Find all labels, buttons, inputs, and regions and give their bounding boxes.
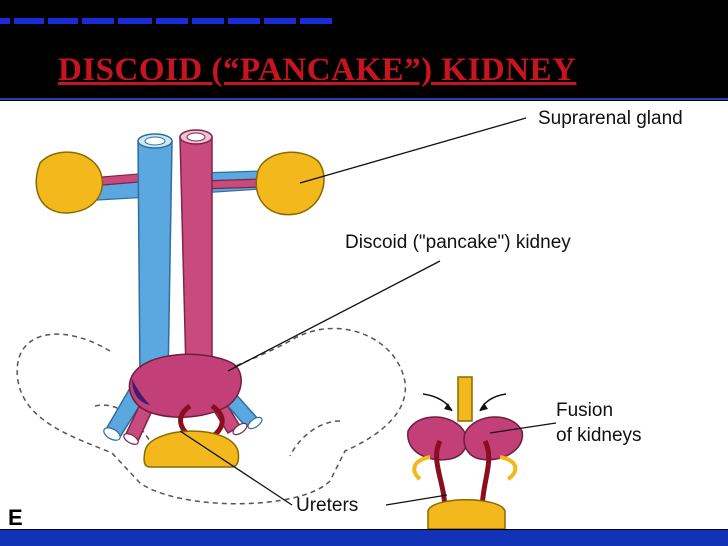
leader-ureter-right (385, 494, 448, 506)
left-suprarenal-gland (35, 151, 104, 214)
inferior-vena-cava (137, 140, 173, 382)
panel-letter: E (8, 505, 23, 530)
label-discoid-kidney: Discoid ("pancake") kidney (345, 232, 571, 253)
label-ureters: Ureters (296, 495, 359, 516)
right-suprarenal-gland (255, 151, 325, 216)
anatomy-figure: Suprarenal gland Discoid ("pancake") kid… (0, 101, 728, 529)
leader-discoid (227, 260, 441, 372)
leader-ureter-left (179, 430, 293, 506)
leader-fusion (489, 422, 557, 434)
decorative-top-bar (0, 18, 340, 26)
slide-title: DISCOID (“PANCAKE”) KIDNEY (58, 52, 577, 88)
bladder (143, 430, 240, 468)
label-fusion: Fusion (556, 400, 614, 421)
fusion-inset (407, 376, 524, 529)
label-suprarenal-gland: Suprarenal gland (538, 108, 683, 129)
aorta (179, 136, 213, 372)
decorative-bottom-bar (0, 530, 728, 546)
discoid-kidney (128, 353, 242, 418)
title-divider (0, 98, 728, 100)
pelvis-outline (16, 327, 407, 505)
label-of-kidneys: of kidneys (556, 425, 642, 446)
kidney-illustration (16, 117, 557, 529)
leader-suprarenal (299, 117, 527, 184)
